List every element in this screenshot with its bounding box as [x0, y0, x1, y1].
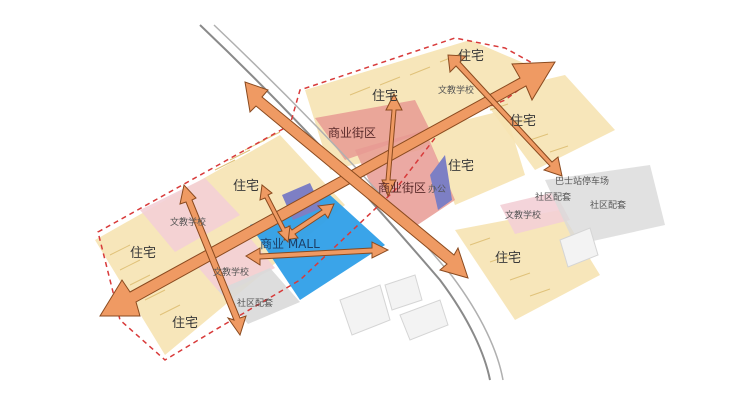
label-school-4: 文教学校: [213, 266, 249, 278]
label-community-left: 社区配套: [237, 297, 273, 309]
label-school-3: 文教学校: [170, 216, 206, 228]
arrow-top-right: [447, 54, 563, 177]
label-residential-1: 住宅: [458, 49, 484, 64]
label-office: 办公: [428, 183, 446, 195]
arrow-left-vertical: [179, 183, 247, 337]
zone-mall: [250, 195, 385, 300]
label-mall: 商业 MALL: [260, 236, 320, 251]
label-community-right-2: 社区配套: [590, 199, 626, 211]
label-commercial-street-2: 商业街区: [378, 180, 426, 195]
arrow-center-vertical: [381, 92, 403, 198]
label-residential-8: 住宅: [172, 316, 198, 331]
label-bus-terminal: 巴士站停车场: [555, 175, 609, 187]
zone-commercial-street-top: [315, 100, 430, 160]
label-residential-7: 住宅: [495, 251, 521, 266]
zone-residential-lower-right: [455, 210, 600, 320]
arrow-mall-horizontal: [245, 241, 390, 266]
rail-line-a: [199, 24, 491, 381]
label-school-2: 文教学校: [505, 209, 541, 221]
zone-school-left-2: [190, 232, 275, 295]
label-commercial-street-1: 商业街区: [328, 125, 376, 140]
label-residential-6: 住宅: [130, 246, 156, 261]
label-residential-3: 住宅: [510, 114, 536, 129]
label-school-1: 文教学校: [438, 84, 474, 96]
zone-office-right: [430, 155, 452, 210]
zone-school-right: [500, 192, 570, 234]
zone-residential-right: [480, 75, 615, 170]
zone-school-left: [140, 178, 240, 252]
arrows: [99, 54, 563, 337]
label-residential-5: 住宅: [233, 179, 259, 194]
label-residential-2: 住宅: [372, 89, 398, 104]
zone-community-left: [218, 268, 300, 324]
arrow-small-top: [259, 184, 291, 244]
zone-residential-center: [425, 110, 525, 205]
white-blocks: [339, 227, 599, 341]
zone-community-right: [545, 165, 665, 245]
labels: 住宅 文教学校 住宅 住宅 商业街区 住宅 住宅 商业街区 办公 巴士站停车场 …: [130, 49, 626, 331]
label-residential-4: 住宅: [448, 159, 474, 174]
label-community-right-1: 社区配套: [535, 191, 571, 203]
arrow-diagonal-axis: [244, 81, 469, 279]
